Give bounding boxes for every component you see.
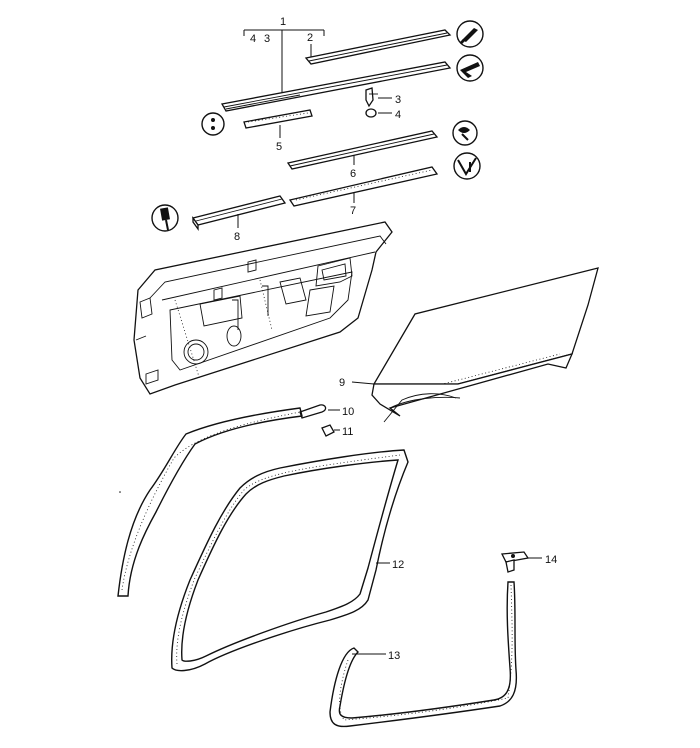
label-2: 2 <box>307 32 313 44</box>
label-8: 8 <box>234 231 240 243</box>
stray-mark <box>119 491 121 493</box>
clip-tool-icon <box>452 120 478 146</box>
part-14-clip: 14 <box>500 551 557 573</box>
label-11: 11 <box>342 426 353 438</box>
part-2-trim-strip <box>304 29 452 65</box>
rivet-tool-icon <box>453 152 481 180</box>
label-13: 13 <box>388 650 400 662</box>
part-13-lower-seal: 13 <box>329 581 518 728</box>
label-10: 10 <box>342 406 354 418</box>
label-12: 12 <box>392 559 404 571</box>
part-6-strip: 6 <box>286 130 439 180</box>
callout-1-bracket: 1 4 3 2 <box>243 16 325 95</box>
pillar-seal <box>117 407 303 597</box>
part-3-clip: 3 <box>365 87 401 108</box>
label-1: 1 <box>280 16 286 28</box>
label-3: 3 <box>395 94 401 106</box>
label-7: 7 <box>350 205 356 217</box>
label-1-sub-3: 3 <box>264 33 270 45</box>
screwdriver-tool-icon <box>151 204 179 232</box>
label-9: 9 <box>339 377 345 389</box>
part-9-door-panel: 9 <box>339 267 599 423</box>
part-11-clip: 11 <box>321 424 353 438</box>
door-shell <box>133 221 393 395</box>
part-1-long-strip <box>220 61 452 112</box>
label-6: 6 <box>350 168 356 180</box>
brush-tool-icon <box>456 20 484 48</box>
part-5-short-strip: 5 <box>243 109 313 153</box>
part-10-small-seal: 10 <box>299 404 354 419</box>
label-4: 4 <box>395 109 401 121</box>
part-12-door-seal: 12 <box>170 449 409 672</box>
label-1-sub-4: 4 <box>250 33 256 45</box>
label-14: 14 <box>545 554 557 566</box>
part-4-nut: 4 <box>365 108 401 121</box>
key-slot-icon <box>201 112 225 136</box>
part-8-thick-strip: 8 <box>191 195 287 243</box>
sealant-gun-icon <box>456 54 484 82</box>
label-5: 5 <box>276 141 282 153</box>
part-7-strip: 7 <box>288 166 439 217</box>
